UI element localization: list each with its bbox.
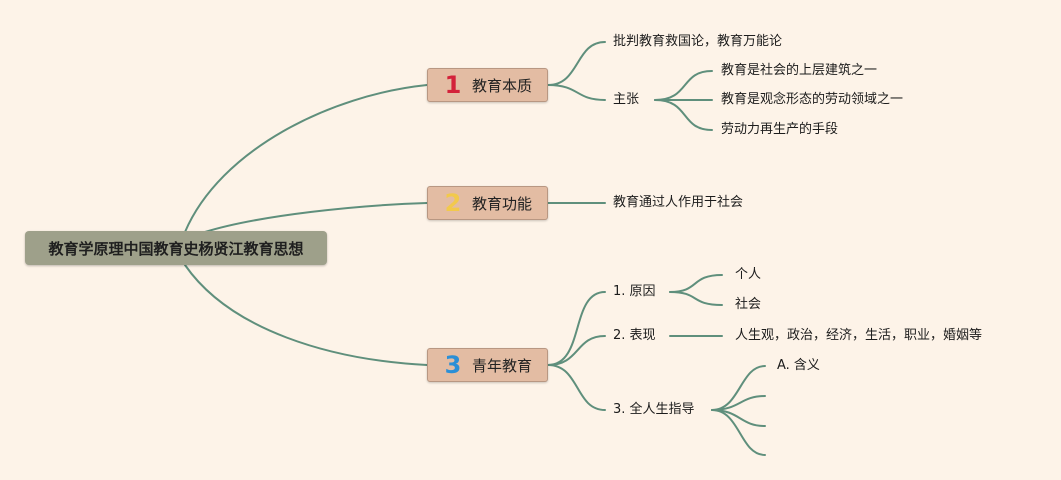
edge-branch-1-child-1 bbox=[547, 41, 606, 86]
topic-quanrensheng[interactable]: 3. 全人生指导 bbox=[613, 400, 695, 420]
topic-label: 社会 bbox=[735, 297, 762, 312]
topic-label: 个人 bbox=[735, 267, 762, 282]
topic-rensheng[interactable]: 人生观，政治，经济，生活，职业，婚姻等 bbox=[735, 326, 982, 346]
root-topic-label: 教育学原理中国教育史杨贤江教育思想 bbox=[48, 239, 304, 258]
topic-shehui[interactable]: 社会 bbox=[735, 295, 761, 315]
topic-label: A. 含义 bbox=[777, 358, 820, 373]
topic-label: 2. 表现 bbox=[613, 328, 656, 343]
edge-root-branch-1 bbox=[184, 84, 428, 233]
topic-shangceng[interactable]: 教育是社会的上层建筑之一 bbox=[721, 61, 877, 81]
branch-topic-label: 教育功能 bbox=[472, 194, 533, 213]
topic-geren[interactable]: 个人 bbox=[735, 265, 761, 285]
branch-topic-3[interactable]: 3 青年教育 bbox=[427, 348, 548, 382]
edge-branch-3-child-3 bbox=[547, 364, 606, 411]
topic-label: 主张 bbox=[613, 92, 640, 107]
topic-hanyi[interactable]: A. 含义 bbox=[777, 356, 820, 376]
number-1-icon: 1 bbox=[444, 71, 462, 99]
topic-label: 教育通过人作用于社会 bbox=[613, 195, 744, 210]
topic-label: 1. 原因 bbox=[613, 284, 656, 299]
topic-biaoxian[interactable]: 2. 表现 bbox=[613, 326, 656, 346]
edge-yuanyin-shehui bbox=[669, 291, 723, 306]
edge-yuanyin-geren bbox=[669, 274, 723, 293]
topic-label: 劳动力再生产的手段 bbox=[721, 122, 839, 137]
edge-branch-3-child-2 bbox=[547, 335, 606, 366]
topic-pipan[interactable]: 批判教育救国论，教育万能论 bbox=[613, 32, 782, 52]
topic-yuanyin[interactable]: 1. 原因 bbox=[613, 282, 656, 302]
edge-zhuzhang-1 bbox=[654, 70, 713, 101]
branch-topic-label: 教育本质 bbox=[472, 76, 533, 95]
topic-label: 3. 全人生指导 bbox=[613, 402, 695, 417]
edge-root-branch-3 bbox=[184, 264, 428, 366]
topic-tongguoren[interactable]: 教育通过人作用于社会 bbox=[613, 193, 743, 213]
number-3-icon: 3 bbox=[444, 351, 462, 379]
topic-label: 教育是观念形态的劳动领域之一 bbox=[721, 92, 904, 107]
topic-zhuzhang[interactable]: 主张 bbox=[613, 90, 639, 110]
branch-topic-1[interactable]: 1 教育本质 bbox=[427, 68, 548, 102]
edge-root-branch-2 bbox=[204, 202, 428, 233]
edge-zhuzhang-3 bbox=[654, 99, 713, 131]
topic-guannian[interactable]: 教育是观念形态的劳动领域之一 bbox=[721, 90, 903, 110]
branch-topic-label: 青年教育 bbox=[472, 356, 533, 375]
topic-label: 批判教育救国论，教育万能论 bbox=[613, 34, 783, 49]
topic-laodongli[interactable]: 劳动力再生产的手段 bbox=[721, 120, 838, 140]
topic-label: 教育是社会的上层建筑之一 bbox=[721, 63, 878, 78]
branch-topic-2[interactable]: 2 教育功能 bbox=[427, 186, 548, 220]
root-topic[interactable]: 教育学原理中国教育史杨贤江教育思想 bbox=[25, 231, 327, 265]
topic-label: 人生观，政治，经济，生活，职业，婚姻等 bbox=[735, 328, 983, 343]
edge-branch-1-child-2 bbox=[547, 84, 606, 101]
edge-quanrensheng-4 bbox=[711, 409, 766, 456]
edge-branch-3-child-1 bbox=[547, 291, 606, 366]
number-2-icon: 2 bbox=[444, 189, 462, 217]
